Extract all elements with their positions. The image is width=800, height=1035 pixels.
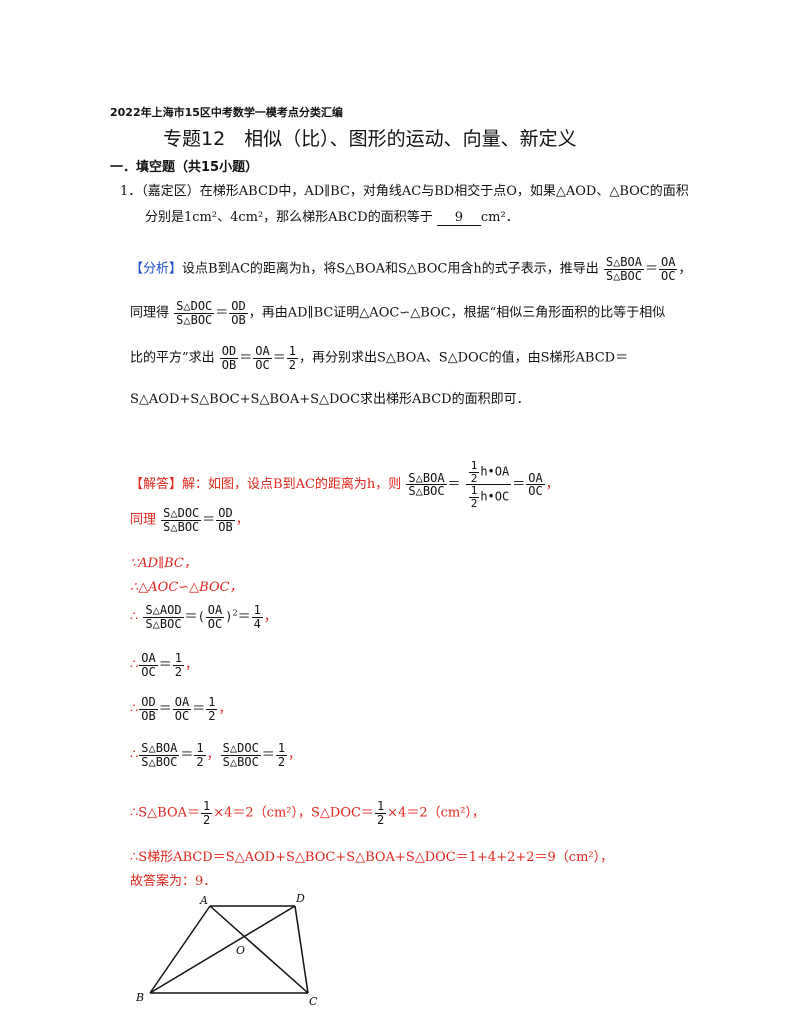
page-title: 专题12 相似（比）、图形的运动、向量、新定义 bbox=[163, 128, 577, 150]
question-line-1: 1．（嘉定区）在梯形ABCD中，AD∥BC，对角线AC与BD相交于点O，如果△A… bbox=[120, 184, 689, 199]
analysis-line-4: S△AOD+S△BOC+S△BOA+S△DOC求出梯形ABCD的面积即可． bbox=[130, 392, 530, 407]
solution-line-10: ∴S梯形ABCD＝S△AOD+S△BOC+S△BOA+S△DOC＝1+4+2+2… bbox=[130, 850, 614, 865]
answer-blank: 9 bbox=[436, 210, 481, 226]
solution-line-11: 故答案为：9． bbox=[130, 874, 217, 889]
series-header: 2022年上海市15区中考数学一模考点分类汇编 bbox=[110, 106, 343, 119]
question-number: 1． bbox=[120, 184, 142, 199]
solution-line-4: ∴△AOC∽△BOC， bbox=[130, 580, 243, 595]
diagonal-ac bbox=[209, 905, 309, 994]
edge-dc bbox=[294, 905, 309, 994]
trapezoid-figure: A D B C O bbox=[135, 892, 318, 1008]
label-o: O bbox=[236, 944, 245, 957]
analysis-line-1: 【分析】设点B到AC的距离为h，将S△BOA和S△BOC用含h的式子表示，推导出… bbox=[130, 255, 692, 283]
solution-tag: 【解答】 bbox=[130, 477, 183, 493]
label-b: B bbox=[135, 991, 144, 1004]
solution-line-3: ∵AD∥BC， bbox=[130, 556, 197, 571]
label-c: C bbox=[309, 995, 318, 1008]
diagonal-bd bbox=[149, 905, 296, 994]
section-heading: 一．填空题（共15小题） bbox=[110, 160, 259, 175]
analysis-tag: 【分析】 bbox=[130, 261, 183, 277]
edge-ab bbox=[149, 905, 211, 994]
label-d: D bbox=[295, 892, 305, 905]
label-a: A bbox=[199, 894, 208, 907]
